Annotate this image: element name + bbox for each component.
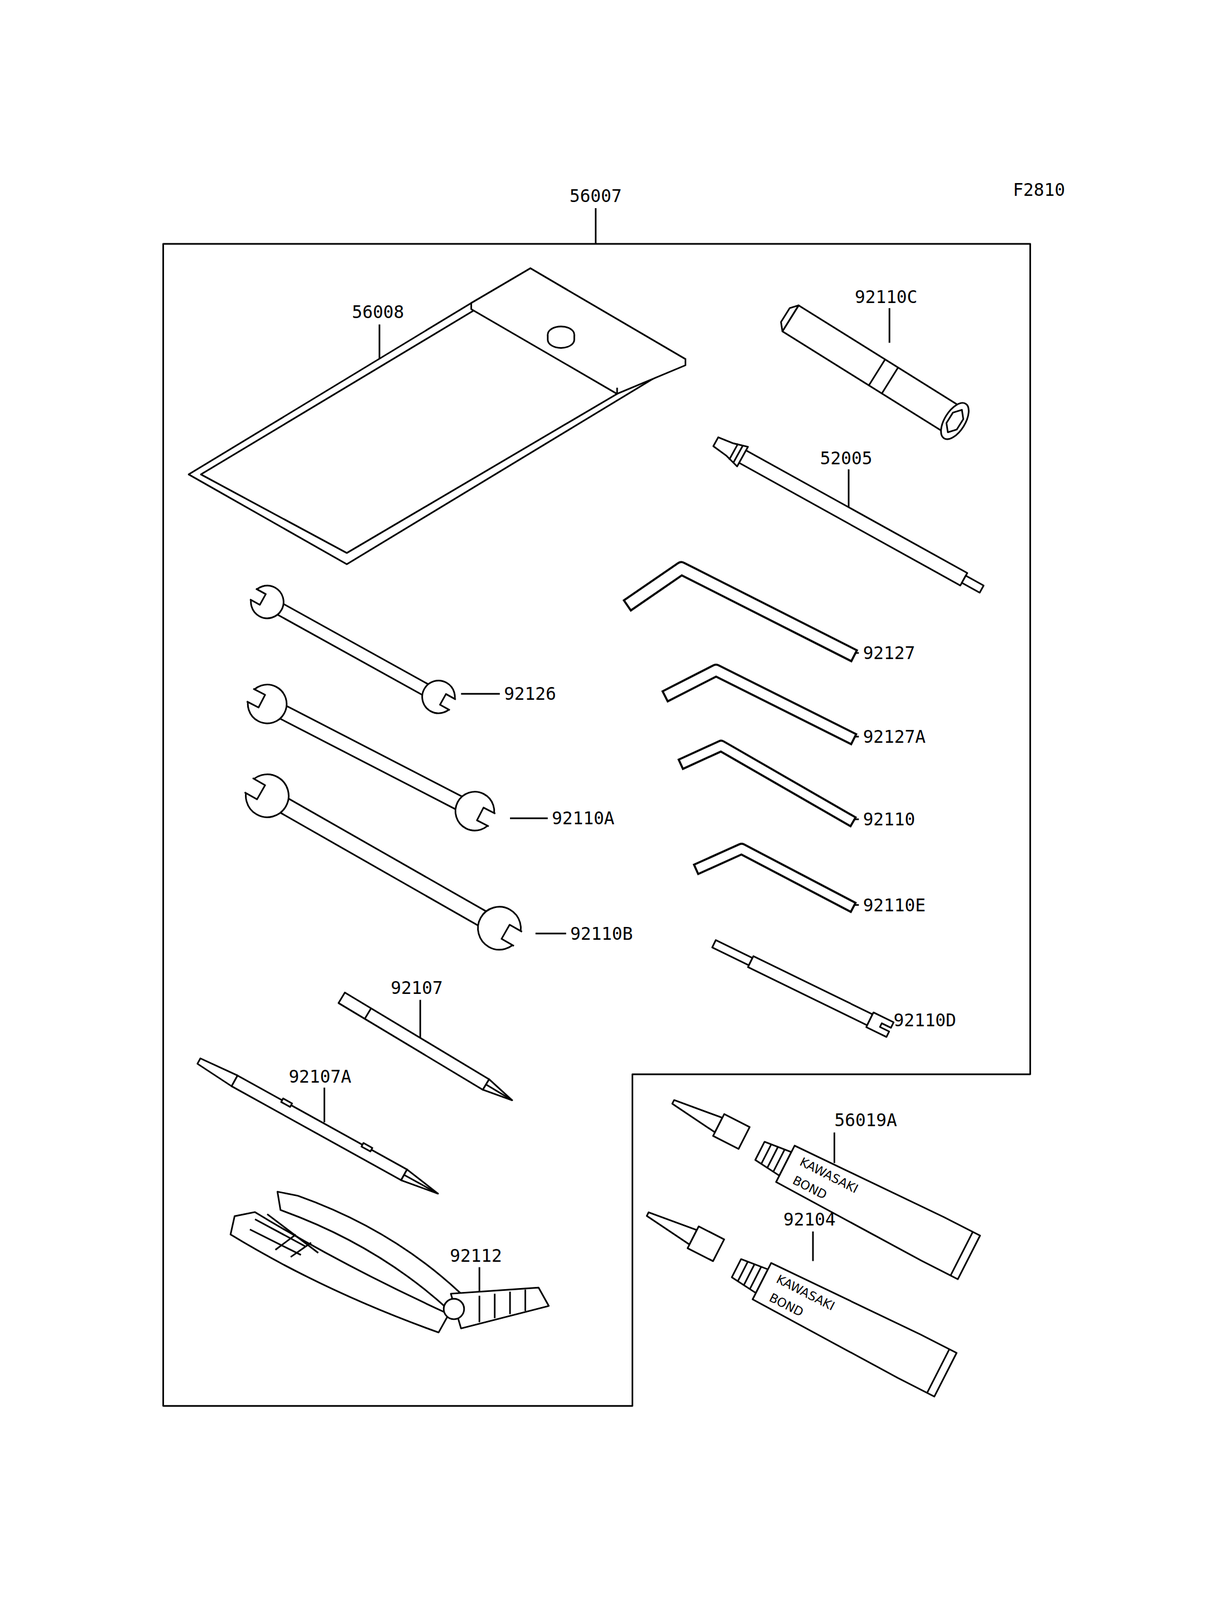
callout-number: 92104 xyxy=(783,1208,836,1230)
callout-number: 92110D xyxy=(893,1009,956,1031)
callout-number: 56007 xyxy=(569,185,623,207)
callout-number: 92110E xyxy=(863,894,926,916)
callout-number: F2810 xyxy=(1012,179,1066,201)
bond-tube xyxy=(642,1090,981,1397)
callout-number: 92127 xyxy=(863,642,916,664)
callout-number: 52005 xyxy=(820,448,873,469)
tool-pouch xyxy=(188,268,686,565)
callout-number: 92107A xyxy=(288,1065,351,1087)
screwdriver-handle xyxy=(710,431,987,599)
hex-key xyxy=(632,567,849,905)
spoke-wrench xyxy=(710,936,894,1037)
callout-number: 92112 xyxy=(449,1245,503,1266)
pliers xyxy=(230,1191,549,1332)
callout-number: 56008 xyxy=(352,301,405,323)
callout-number: 92110C xyxy=(854,286,918,308)
plug-spanner xyxy=(774,297,975,445)
callout-number: 56019A xyxy=(834,1109,897,1131)
callout-number: 92110A xyxy=(551,807,615,829)
callout-number: 92126 xyxy=(503,683,557,705)
screwdriver-bit xyxy=(195,1053,442,1200)
callout-number: 92110 xyxy=(863,809,916,830)
open-wrench xyxy=(236,765,531,959)
callout-number: 92107 xyxy=(390,976,444,998)
screwdriver-bit xyxy=(338,992,516,1106)
callout-number: 92127A xyxy=(863,726,926,748)
kit-outline xyxy=(163,243,1031,1406)
callout-number: 92110B xyxy=(570,923,633,945)
